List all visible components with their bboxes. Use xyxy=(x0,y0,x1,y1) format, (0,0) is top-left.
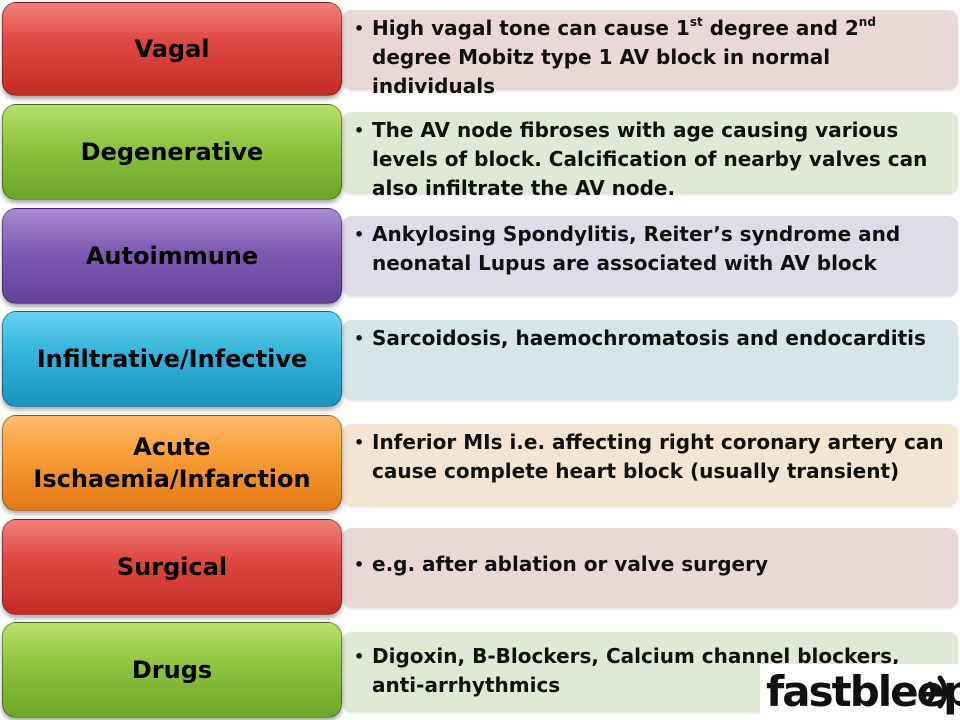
description-text-acute-ischaemia: Inferior MIs i.e. affecting right corona… xyxy=(372,430,944,483)
description-text-autoimmune: Ankylosing Spondylitis, Reiter’s syndrom… xyxy=(372,222,901,275)
description-panel-acute-ischaemia: • Inferior MIs i.e. affecting right coro… xyxy=(342,424,958,506)
logo-text: fastbleep xyxy=(766,667,960,716)
bullet: • xyxy=(354,329,365,348)
bullet: • xyxy=(354,19,365,38)
description-text-drugs: Digoxin, B-Blockers, Calcium channel blo… xyxy=(372,644,900,697)
sound-waves-icon xyxy=(927,675,948,709)
description-panel-infiltrative-infective: • Sarcoidosis, haemochromatosis and endo… xyxy=(342,320,958,400)
description-panel-degenerative: • The AV node fibroses with age causing … xyxy=(342,112,958,200)
category-label-acute-ischaemia: Acute Ischaemia/Infarction xyxy=(2,415,342,511)
category-label-vagal: Vagal xyxy=(2,2,342,96)
description-panel-vagal: • High vagal tone can cause 1st degree a… xyxy=(342,10,958,98)
category-label-surgical: Surgical xyxy=(2,519,342,615)
bullet: • xyxy=(354,433,365,452)
bullet: • xyxy=(354,225,365,244)
category-label-degenerative: Degenerative xyxy=(2,104,342,200)
description-text-degenerative: The AV node fibroses with age causing va… xyxy=(372,118,928,200)
category-label-autoimmune: Autoimmune xyxy=(2,208,342,304)
description-text-vagal: High vagal tone can cause 1st degree and… xyxy=(372,15,876,98)
bullet: • xyxy=(354,555,365,574)
description-panel-surgical: • e.g. after ablation or valve surgery xyxy=(342,528,958,608)
fastbleep-logo: fastbleep xyxy=(760,664,960,720)
category-label-infiltrative-infective: Infiltrative/Infective xyxy=(2,311,342,407)
bullet: • xyxy=(354,121,365,140)
description-text-infiltrative-infective: Sarcoidosis, haemochromatosis and endoca… xyxy=(372,326,926,350)
description-text-surgical: e.g. after ablation or valve surgery xyxy=(372,552,769,576)
category-label-drugs: Drugs xyxy=(2,622,342,718)
bullet: • xyxy=(354,647,365,666)
description-panel-autoimmune: • Ankylosing Spondylitis, Reiter’s syndr… xyxy=(342,216,958,296)
